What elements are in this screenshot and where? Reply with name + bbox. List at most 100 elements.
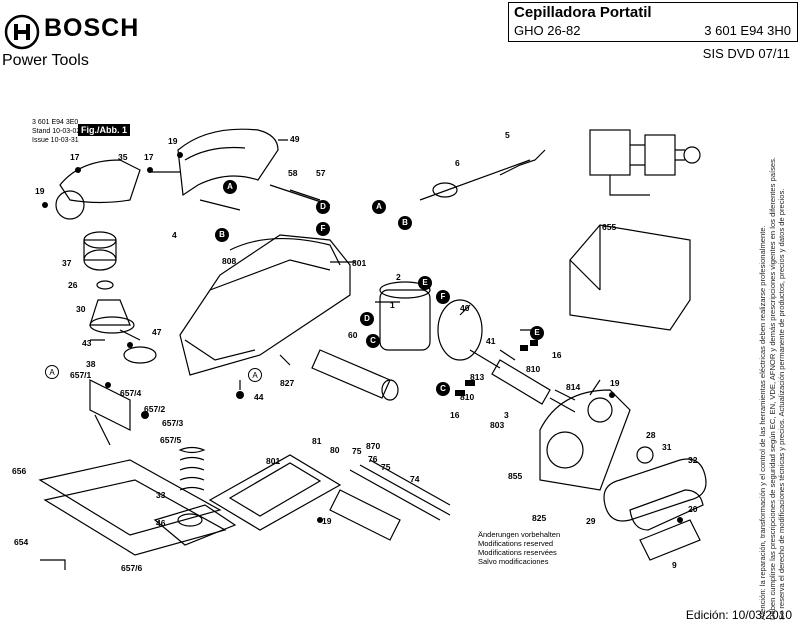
disclaimer-line: Se reserva el derecho de modificaciones … — [777, 188, 786, 620]
part-label: 657/3 — [162, 418, 184, 428]
legal-disclaimer: Atención: la reparación, transformación … — [758, 80, 787, 620]
part-label: 28 — [646, 430, 656, 440]
note-line: Salvo modificaciones — [478, 557, 549, 566]
part-label: 855 — [508, 471, 523, 481]
part-label: 657/2 — [144, 404, 166, 414]
disclaimer-line: Atención: la reparación, transformación … — [758, 225, 767, 620]
callout-marker: A — [372, 200, 386, 214]
modification-notes: Änderungen vorbehalten Modifications res… — [478, 530, 560, 566]
part-label: 654 — [14, 537, 29, 547]
part-label: 16 — [450, 410, 460, 420]
part-label: 75 — [352, 446, 362, 456]
part-label: 657/6 — [121, 563, 143, 573]
callout-marker: F — [316, 222, 330, 236]
part-label: 19 — [168, 136, 178, 146]
part-label: 17 — [144, 152, 154, 162]
part-label: 19 — [610, 378, 620, 388]
part-label: 4 — [172, 230, 177, 240]
part-label: 814 — [566, 382, 581, 392]
subbrand: Power Tools — [2, 52, 89, 69]
revision-stamp: 3 601 E94 3E0 Stand 10-03-02 Issue 10-03… — [32, 118, 80, 145]
callout-marker: E — [530, 326, 544, 340]
callout-marker: A — [248, 368, 262, 382]
part-label: 30 — [76, 304, 86, 314]
part-label: 46 — [156, 518, 166, 528]
callout-marker: D — [360, 312, 374, 326]
callout-marker: A — [223, 180, 237, 194]
brand-name: BOSCH — [44, 14, 140, 42]
part-label: 60 — [348, 330, 358, 340]
part-label: 6 — [455, 158, 460, 168]
part-label: 31 — [662, 442, 672, 452]
stamp-line: Issue 10-03-31 — [32, 137, 79, 144]
part-label: 57 — [316, 168, 326, 178]
part-label: 43 — [82, 338, 92, 348]
part-label: 37 — [62, 258, 72, 268]
part-label: 75 — [381, 462, 391, 472]
note-line: Modifications reservées — [478, 548, 557, 557]
callout-marker: A — [45, 365, 59, 379]
part-label: 657/4 — [120, 388, 142, 398]
callout-marker: C — [366, 334, 380, 348]
part-label: 657/5 — [160, 435, 182, 445]
part-label: 35 — [118, 152, 128, 162]
part-label: 38 — [86, 359, 96, 369]
part-label: 40 — [460, 303, 470, 313]
part-label: 656 — [12, 466, 27, 476]
part-label: 3 — [504, 410, 509, 420]
part-label: 16 — [552, 350, 562, 360]
callout-marker: E — [418, 276, 432, 290]
part-label: 26 — [68, 280, 78, 290]
disclaimer-line: Deben cumplirse las prescripciones de se… — [767, 156, 777, 620]
sis-version: SIS DVD 07/11 — [702, 46, 790, 61]
part-label: 5 — [505, 130, 510, 140]
part-label: 657/1 — [70, 370, 92, 380]
part-label: 41 — [486, 336, 496, 346]
callout-marker: D — [316, 200, 330, 214]
part-label: 870 — [366, 441, 381, 451]
part-label: 29 — [586, 516, 596, 526]
part-label: 9 — [672, 560, 677, 570]
part-label: 81 — [312, 436, 322, 446]
bosch-logo-icon — [4, 14, 40, 50]
part-label: 810 — [460, 392, 475, 402]
note-line: Modifications reserved — [478, 539, 554, 548]
part-label: 58 — [288, 168, 298, 178]
part-label: 813 — [470, 372, 485, 382]
document-title: Cepilladora Portatil — [514, 4, 652, 21]
part-label: 17 — [70, 152, 80, 162]
callout-marker: F — [436, 290, 450, 304]
title-box: Cepilladora Portatil GHO 26-82 3 601 E94… — [508, 2, 798, 42]
part-number: 3 601 E94 3H0 — [704, 23, 791, 38]
part-label: 803 — [490, 420, 505, 430]
part-label: 810 — [526, 364, 541, 374]
part-label: 47 — [152, 327, 162, 337]
part-label: 825 — [532, 513, 547, 523]
part-label: 1 — [390, 300, 395, 310]
part-label: 801 — [266, 456, 281, 466]
part-label: 32 — [688, 455, 698, 465]
note-line: Änderungen vorbehalten — [478, 530, 561, 539]
part-label: 74 — [410, 474, 420, 484]
callout-marker: C — [436, 382, 450, 396]
figure-label: Fig./Abb. 1 — [78, 124, 130, 136]
model-number: GHO 26-82 — [514, 23, 581, 38]
edition-date: Edición: 10/03/2010 — [685, 608, 792, 622]
part-label: 33 — [156, 490, 166, 500]
callout-marker: B — [398, 216, 412, 230]
part-label: 80 — [330, 445, 340, 455]
part-label: 827 — [280, 378, 295, 388]
part-label: 801 — [352, 258, 367, 268]
part-label: 76 — [368, 454, 378, 464]
part-label: 655 — [602, 222, 617, 232]
stamp-line: 3 601 E94 3E0 — [32, 119, 79, 126]
part-label: 49 — [290, 134, 300, 144]
part-label: 2 — [396, 272, 401, 282]
stamp-line: Stand 10-03-02 — [32, 128, 81, 135]
part-label: 19 — [35, 186, 45, 196]
part-label: 808 — [222, 256, 237, 266]
part-label: 20 — [688, 504, 698, 514]
part-label: 44 — [254, 392, 264, 402]
callout-marker: B — [215, 228, 229, 242]
